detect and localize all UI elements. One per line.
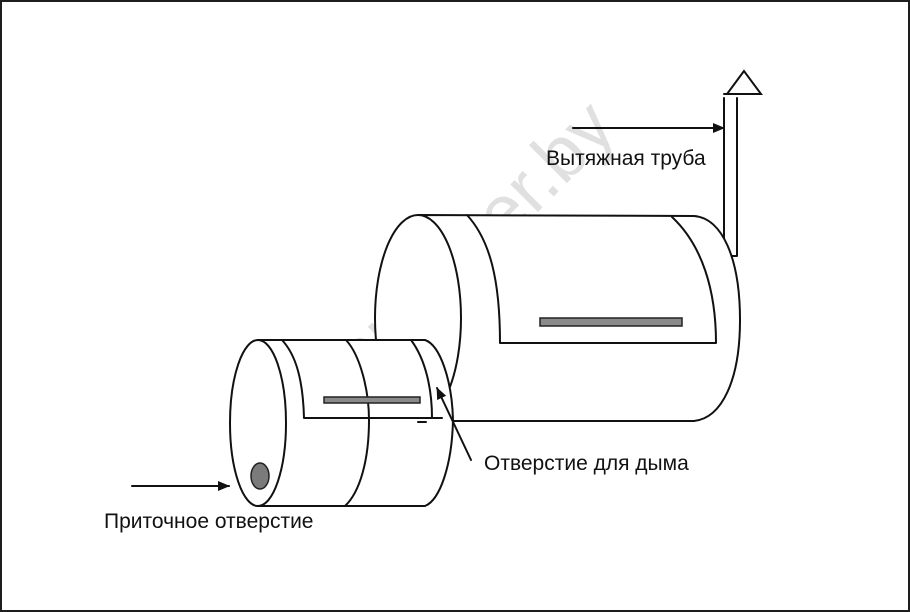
small-chamber-front-face [229, 339, 287, 507]
smoke-opening-arrow-icon [436, 387, 472, 461]
large-chamber-slot [539, 317, 683, 327]
small-chamber [229, 339, 455, 507]
smoke-opening-label: Отверстие для дыма [484, 452, 689, 475]
chimney-cap-icon [725, 69, 763, 95]
small-chamber-slot [323, 396, 421, 404]
inlet-opening-label: Приточное отверстие [104, 510, 313, 533]
exhaust-pipe-label: Вытяжная труба [546, 147, 706, 170]
inlet-hole [250, 462, 270, 490]
